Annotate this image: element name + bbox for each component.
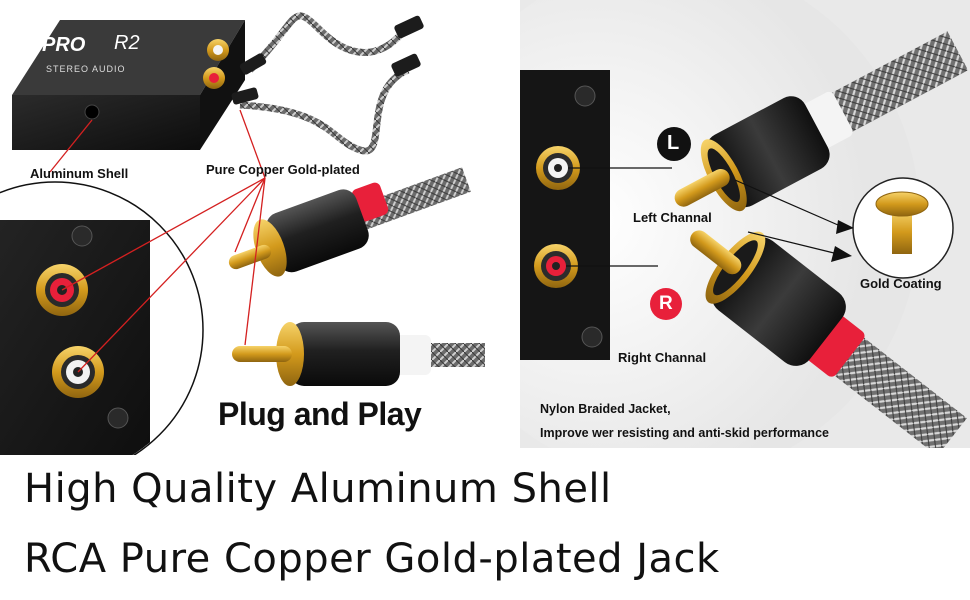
right-badge: [650, 288, 682, 320]
arrows: [734, 179, 854, 262]
white-plug: [232, 322, 485, 386]
gold-coating-inset: [852, 177, 954, 279]
callout-lines: [566, 167, 672, 267]
box-face: [520, 70, 610, 360]
right-channel-label: Right Channal: [618, 350, 707, 365]
right-product-panel: L R Left Channal Right Channal Gold Coat…: [520, 0, 970, 448]
top-cable-pair: [231, 12, 424, 155]
aluminum-box: [12, 20, 245, 150]
copper-gold-label: Pure Copper Gold-plated: [206, 162, 360, 177]
left-channel-label: Left Channal: [633, 210, 712, 225]
aluminum-shell-label: Aluminum Shell: [30, 166, 129, 181]
plug-and-play-label: Plug and Play: [218, 396, 422, 432]
gold-coating-label: Gold Coating: [860, 276, 942, 291]
left-product-panel: PRO R2 STEREO AUDIO Aluminum Shell Pure …: [0, 0, 515, 455]
caption-line-1: High Quality Aluminum Shell: [24, 466, 612, 512]
caption-line-2: RCA Pure Copper Gold-plated Jack: [24, 536, 720, 582]
right-product-illustration: [520, 0, 969, 448]
nylon-jacket-label: Nylon Braided Jacket,: [540, 402, 671, 416]
left-badge: [657, 127, 691, 161]
left-product-illustration: [0, 12, 485, 455]
right-channel-plug: [690, 230, 967, 448]
red-plug: [228, 167, 471, 277]
left-badge-letter: L: [667, 132, 680, 154]
jack-closeup-inset: [0, 181, 204, 455]
jacket-benefit-label: Improve wer resisting and anti-skid perf…: [540, 426, 829, 440]
logo-subtitle: STEREO AUDIO: [46, 64, 126, 74]
logo-model: R2: [114, 32, 140, 54]
left-channel-plug: [674, 31, 969, 212]
right-badge-letter: R: [659, 293, 673, 314]
logo-pro: PRO: [42, 34, 86, 56]
callout-lines: [49, 109, 266, 373]
